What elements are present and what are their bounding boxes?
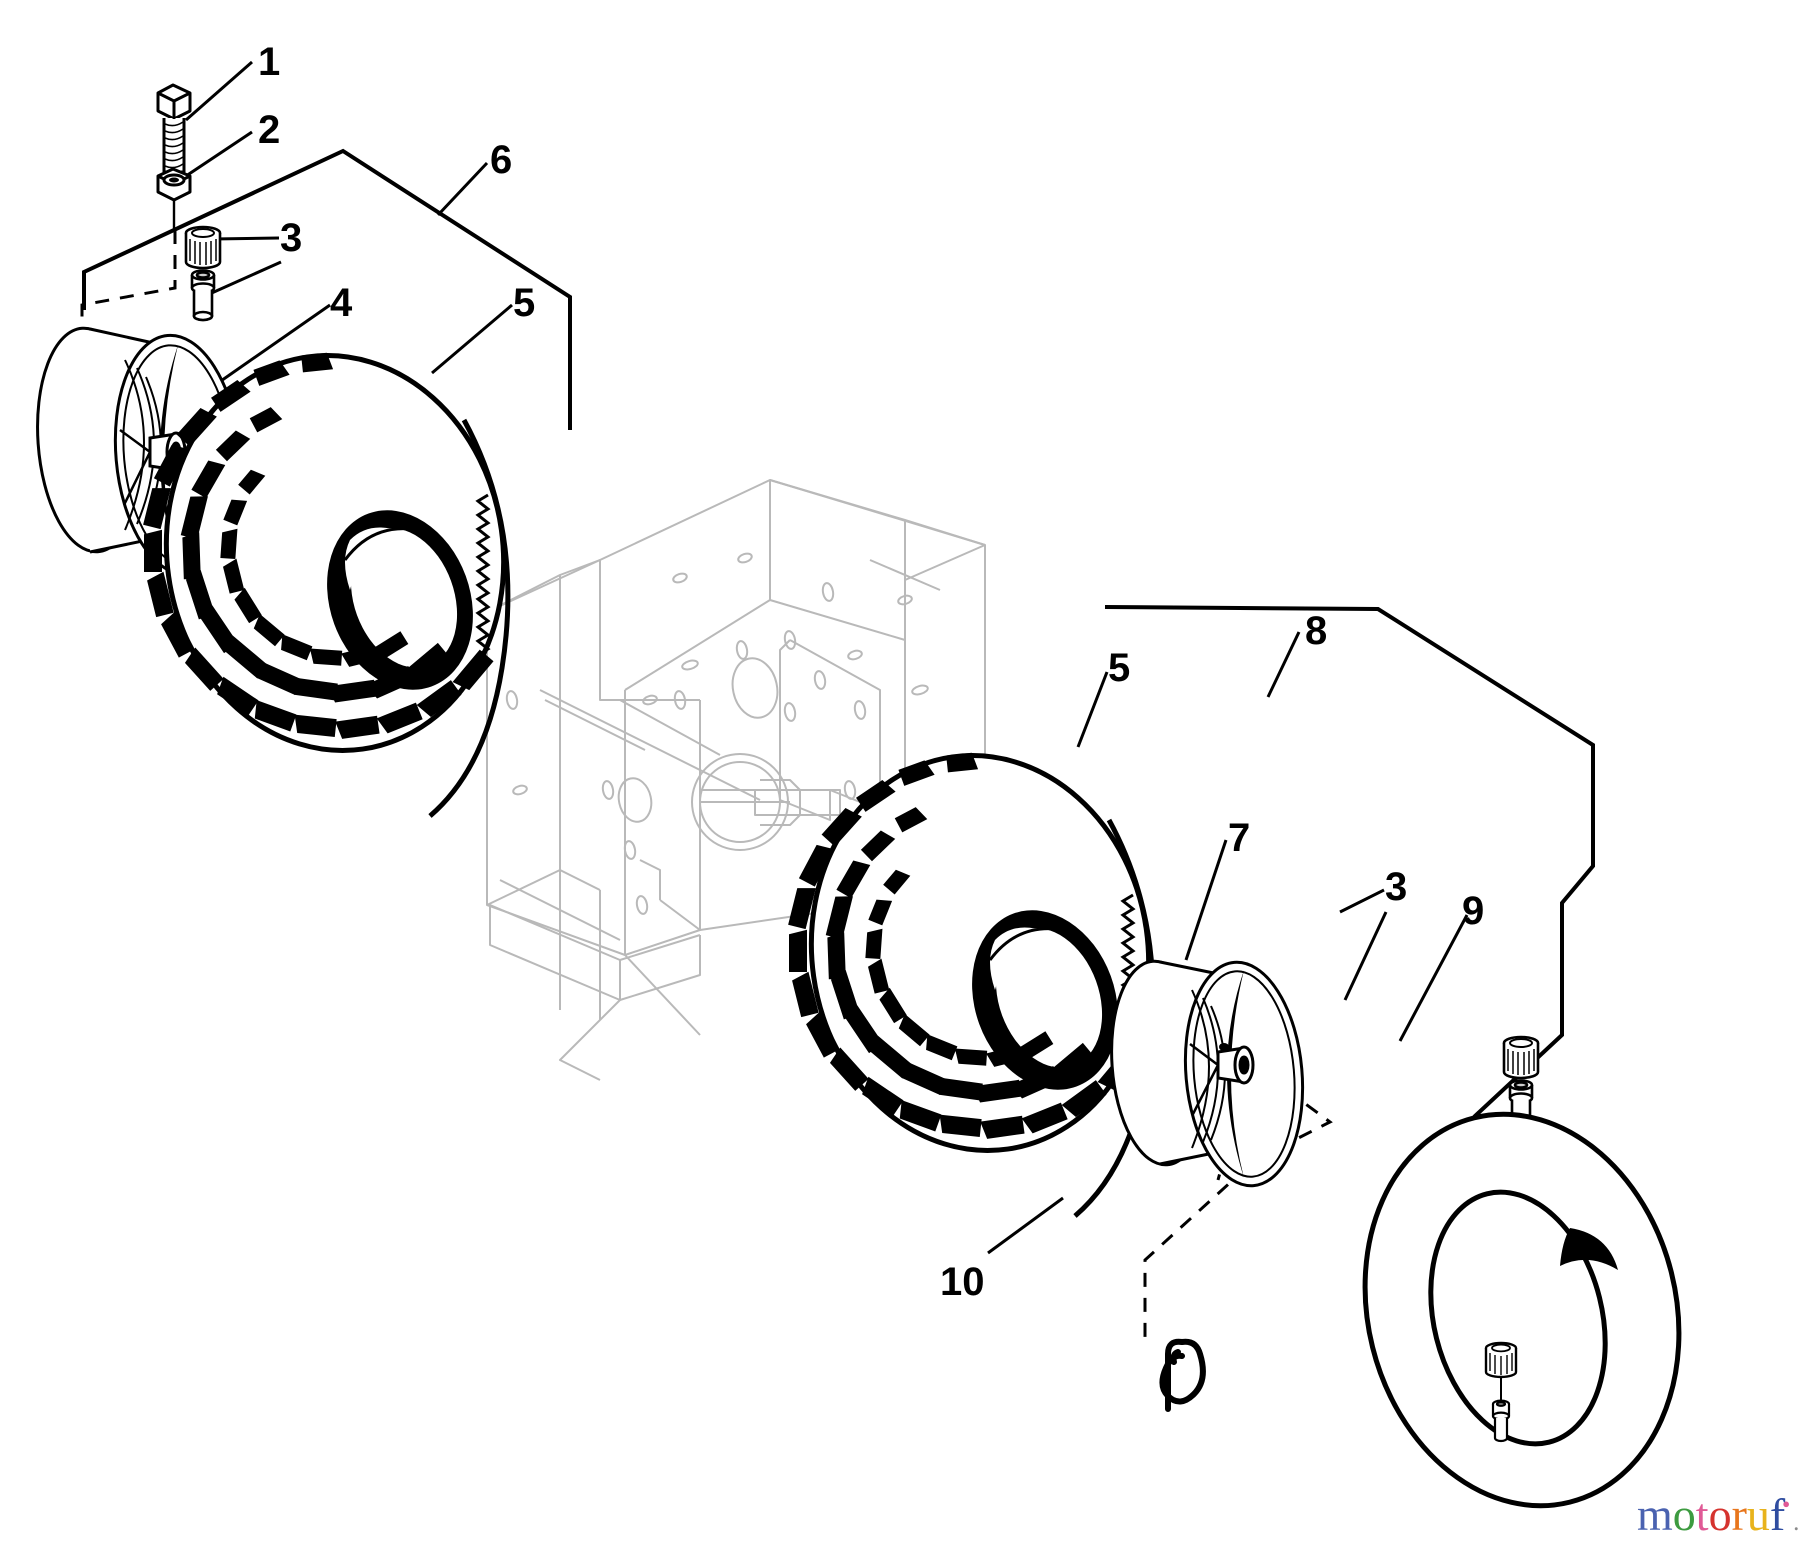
bracket-left-assembly (82, 148, 572, 430)
bracket-right-assembly (1104, 605, 1595, 1119)
valve-cap-right-knurl (1507, 1049, 1535, 1075)
logo-letter-o1: o (1672, 1489, 1696, 1540)
logo-letter-f: f (1769, 1489, 1786, 1540)
callout-8: 8 (1305, 609, 1328, 653)
callout-2: 2 (258, 108, 281, 152)
inner-tube-valve-stem (1491, 1376, 1511, 1443)
callout-9: 9 (1462, 889, 1485, 933)
valve-cap-left-part3 (184, 225, 222, 270)
inner-tube-valve-knurl (1489, 1353, 1513, 1375)
tire-left-tread (143, 352, 494, 739)
callout-5-left: 5 (513, 281, 536, 325)
valve-stem-left-part3 (190, 269, 216, 322)
callout-3-right: 3 (1385, 865, 1408, 909)
wheel-rim-right-hub (1189, 1043, 1255, 1115)
hex-nut-part2 (156, 167, 192, 230)
callout-5-right: 5 (1108, 646, 1131, 690)
logo-letter-r: r (1731, 1489, 1747, 1540)
ghost-chassis (486, 479, 986, 1081)
inner-tube-highlight (1560, 1228, 1618, 1270)
callout-6: 6 (490, 138, 513, 182)
logo-letter-t: t (1695, 1489, 1709, 1540)
rim-right-shadow (1227, 970, 1244, 1178)
valve-cap-left-knurl (189, 239, 217, 265)
bolt-threads (164, 121, 184, 169)
hairpin-cotter-pin-part10 (1159, 1338, 1206, 1412)
callout-10: 10 (940, 1260, 985, 1304)
callout-1: 1 (258, 40, 281, 84)
logo-letter-o2: o (1708, 1489, 1732, 1540)
leader-lines-right (987, 631, 1469, 1255)
logo-suffix-de: .de (1793, 1509, 1800, 1536)
tire-left-edge-serration (475, 493, 491, 657)
logo-letter-u: u (1746, 1489, 1770, 1540)
logo-letter-m: m (1637, 1489, 1673, 1540)
callout-7: 7 (1228, 816, 1251, 860)
callout-4: 4 (330, 281, 353, 325)
tire-right-tread (788, 752, 1139, 1139)
logo-dot-accent: ● (1782, 1495, 1791, 1511)
leader-lines-left (161, 60, 513, 385)
motoruf-watermark-logo: motoruf●.de (1637, 1492, 1800, 1538)
hex-bolt-part1 (156, 83, 192, 174)
rim-left-shadow (160, 345, 178, 567)
inner-tube-part9 (1362, 1111, 1682, 1509)
callout-3-left: 3 (280, 216, 303, 260)
valve-cap-right-part3 (1502, 1035, 1540, 1080)
